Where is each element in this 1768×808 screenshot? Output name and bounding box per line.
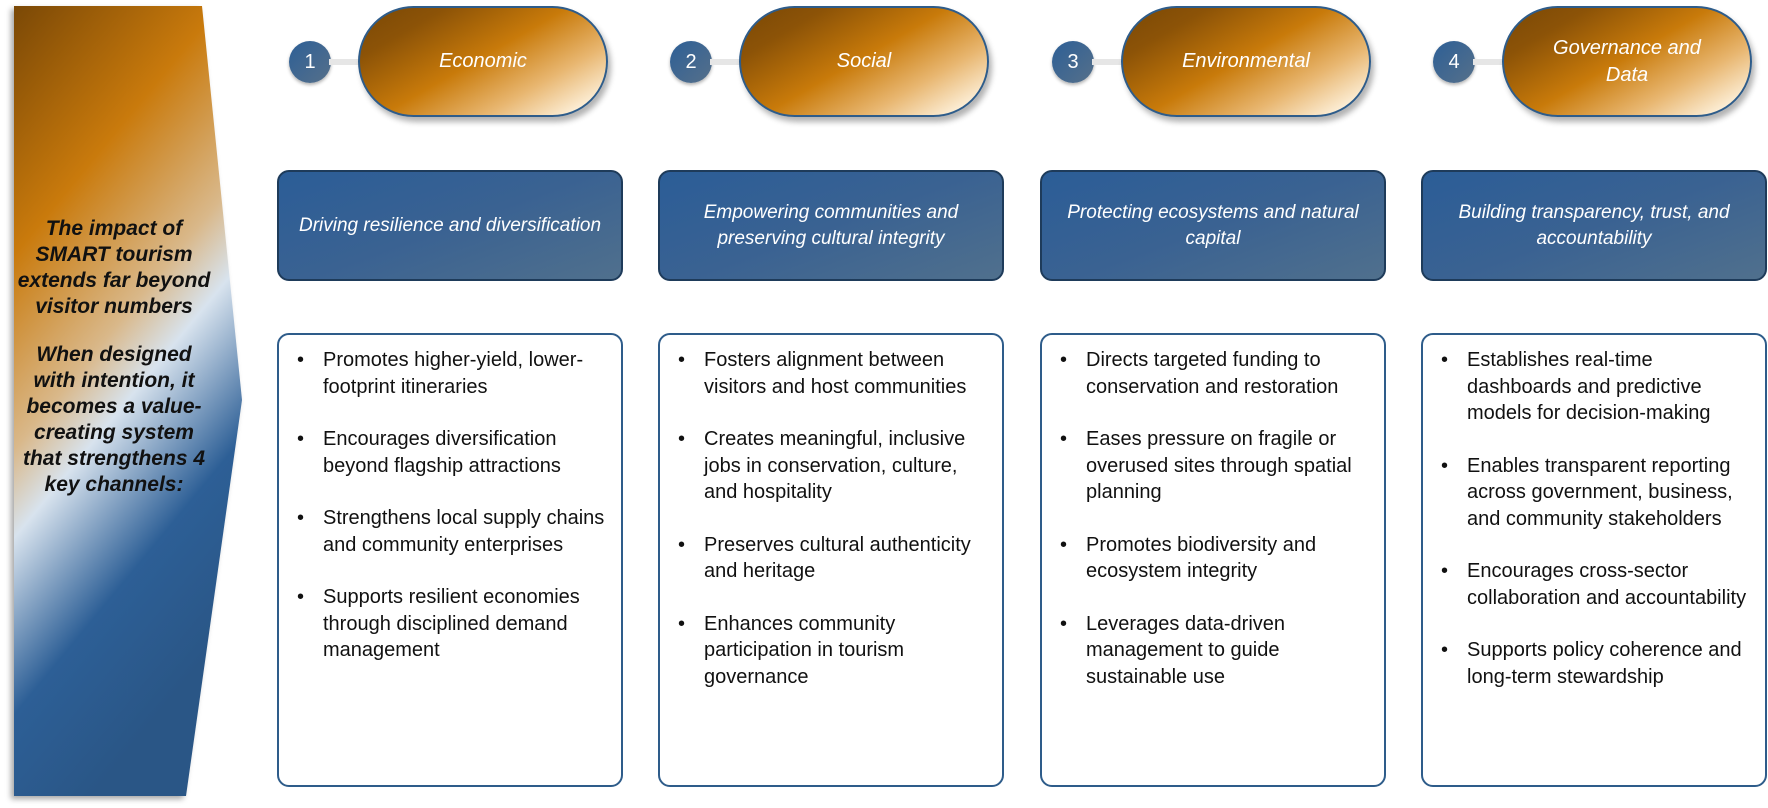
bullet-text: Enables transparent reporting across gov… (1467, 454, 1733, 530)
bullet-text: Enhances community participation in tour… (704, 612, 905, 688)
bullet-text: Leverages data-driven management to guid… (1086, 612, 1286, 688)
list-item: • Establishes real-time dashboards and pr… (1441, 347, 1751, 427)
bullet-icon: • (1441, 560, 1449, 582)
list-item: • Promotes higher-yield, lower-footprint … (297, 347, 607, 400)
list-item: • Leverages data-driven management to gui… (1060, 611, 1370, 691)
channel-title-pill: Economic (358, 6, 608, 117)
bullet-text: Creates meaningful, inclusive jobs in co… (704, 428, 966, 503)
bullet-text: Preserves cultural authenticity and heri… (704, 533, 971, 583)
list-item: • Directs targeted funding to conservatio… (1060, 347, 1370, 400)
channel-title-pill: Governance and Data (1502, 6, 1752, 117)
channel-bullets-card: • Promotes higher-yield, lower-footprint … (277, 333, 623, 787)
list-item: • Enables transparent reporting across go… (1441, 453, 1751, 533)
bullet-text: Encourages cross-sector collaboration an… (1467, 560, 1747, 609)
list-item: • Encourages cross-sector collaboration a… (1441, 558, 1751, 611)
connector-line (710, 59, 742, 65)
banner-text: The impact of SMART tourism extends far … (14, 216, 214, 520)
bullet-text: Promotes higher-yield, lower-footprint i… (323, 349, 584, 398)
connector-line (1092, 59, 1124, 65)
channel-heading: Empowering communities and preserving cu… (658, 170, 1004, 281)
bullet-icon: • (297, 428, 305, 450)
intro-banner: The impact of SMART tourism extends far … (14, 6, 246, 796)
channel-column-governance: 4 Governance and Data Building transpare… (1421, 0, 1767, 808)
bullet-icon: • (678, 428, 686, 450)
bullet-text: Establishes real-time dashboards and pre… (1467, 349, 1711, 424)
list-item: • Promotes biodiversity and ecosystem int… (1060, 532, 1370, 585)
bullet-text: Supports resilient economies through dis… (323, 586, 580, 661)
channel-column-environmental: 3 Environmental Protecting ecosystems an… (1040, 0, 1386, 808)
channel-heading: Protecting ecosystems and natural capita… (1040, 170, 1386, 281)
bullet-text: Eases pressure on fragile or overused si… (1086, 428, 1352, 503)
bullet-icon: • (1060, 428, 1068, 450)
channel-column-economic: 1 Economic Driving resilience and divers… (277, 0, 623, 808)
list-item: • Preserves cultural authenticity and her… (678, 532, 988, 585)
bullet-icon: • (678, 612, 686, 635)
bullet-text: Fosters alignment between visitors and h… (704, 349, 967, 398)
list-item: • Encourages diversification beyond flags… (297, 426, 607, 479)
connector-line (329, 59, 361, 65)
bullet-icon: • (1441, 349, 1449, 371)
bullet-icon: • (678, 349, 686, 371)
bullet-icon: • (1060, 612, 1068, 635)
channel-bullets-card: • Directs targeted funding to conservatio… (1040, 333, 1386, 787)
bullet-icon: • (297, 507, 305, 529)
channel-title-pill: Social (739, 6, 989, 117)
channel-bullets-card: • Establishes real-time dashboards and pr… (1421, 333, 1767, 787)
list-item: • Fosters alignment between visitors and … (678, 347, 988, 400)
channel-heading: Driving resilience and diversification (277, 170, 623, 281)
channel-number-badge: 1 (289, 41, 331, 83)
bullet-icon: • (1441, 639, 1449, 661)
bullet-icon: • (1060, 533, 1068, 556)
list-item: • Enhances community participation in tou… (678, 611, 988, 691)
bullet-text: Promotes biodiversity and ecosystem inte… (1086, 533, 1317, 583)
bullet-text: Directs targeted funding to conservation… (1086, 349, 1339, 398)
channel-number-badge: 2 (670, 41, 712, 83)
bullet-text: Supports policy coherence and long-term … (1467, 639, 1742, 688)
channel-column-social: 2 Social Empowering communities and pres… (658, 0, 1004, 808)
bullet-text: Encourages diversification beyond flagsh… (323, 428, 561, 477)
list-item: • Eases pressure on fragile or overused s… (1060, 426, 1370, 506)
bullet-icon: • (1060, 349, 1068, 371)
bullet-icon: • (297, 349, 305, 371)
bullet-text: Strengthens local supply chains and comm… (323, 507, 605, 556)
list-item: • Strengthens local supply chains and com… (297, 505, 607, 558)
list-item: • Supports policy coherence and long-term… (1441, 637, 1751, 690)
channel-number-badge: 4 (1433, 41, 1475, 83)
list-item: • Supports resilient economies through di… (297, 584, 607, 664)
channel-title-pill: Environmental (1121, 6, 1371, 117)
banner-arrow-shape (14, 6, 242, 796)
banner-headline: The impact of SMART tourism extends far … (17, 217, 211, 318)
bullet-icon: • (678, 533, 686, 556)
channel-bullets-card: • Fosters alignment between visitors and … (658, 333, 1004, 787)
banner-subtext: When designed with intention, it becomes… (22, 343, 206, 496)
bullet-icon: • (297, 586, 305, 608)
list-item: • Creates meaningful, inclusive jobs in c… (678, 426, 988, 506)
bullet-icon: • (1441, 454, 1449, 477)
channel-heading: Building transparency, trust, and accoun… (1421, 170, 1767, 281)
channel-number-badge: 3 (1052, 41, 1094, 83)
connector-line (1473, 59, 1505, 65)
